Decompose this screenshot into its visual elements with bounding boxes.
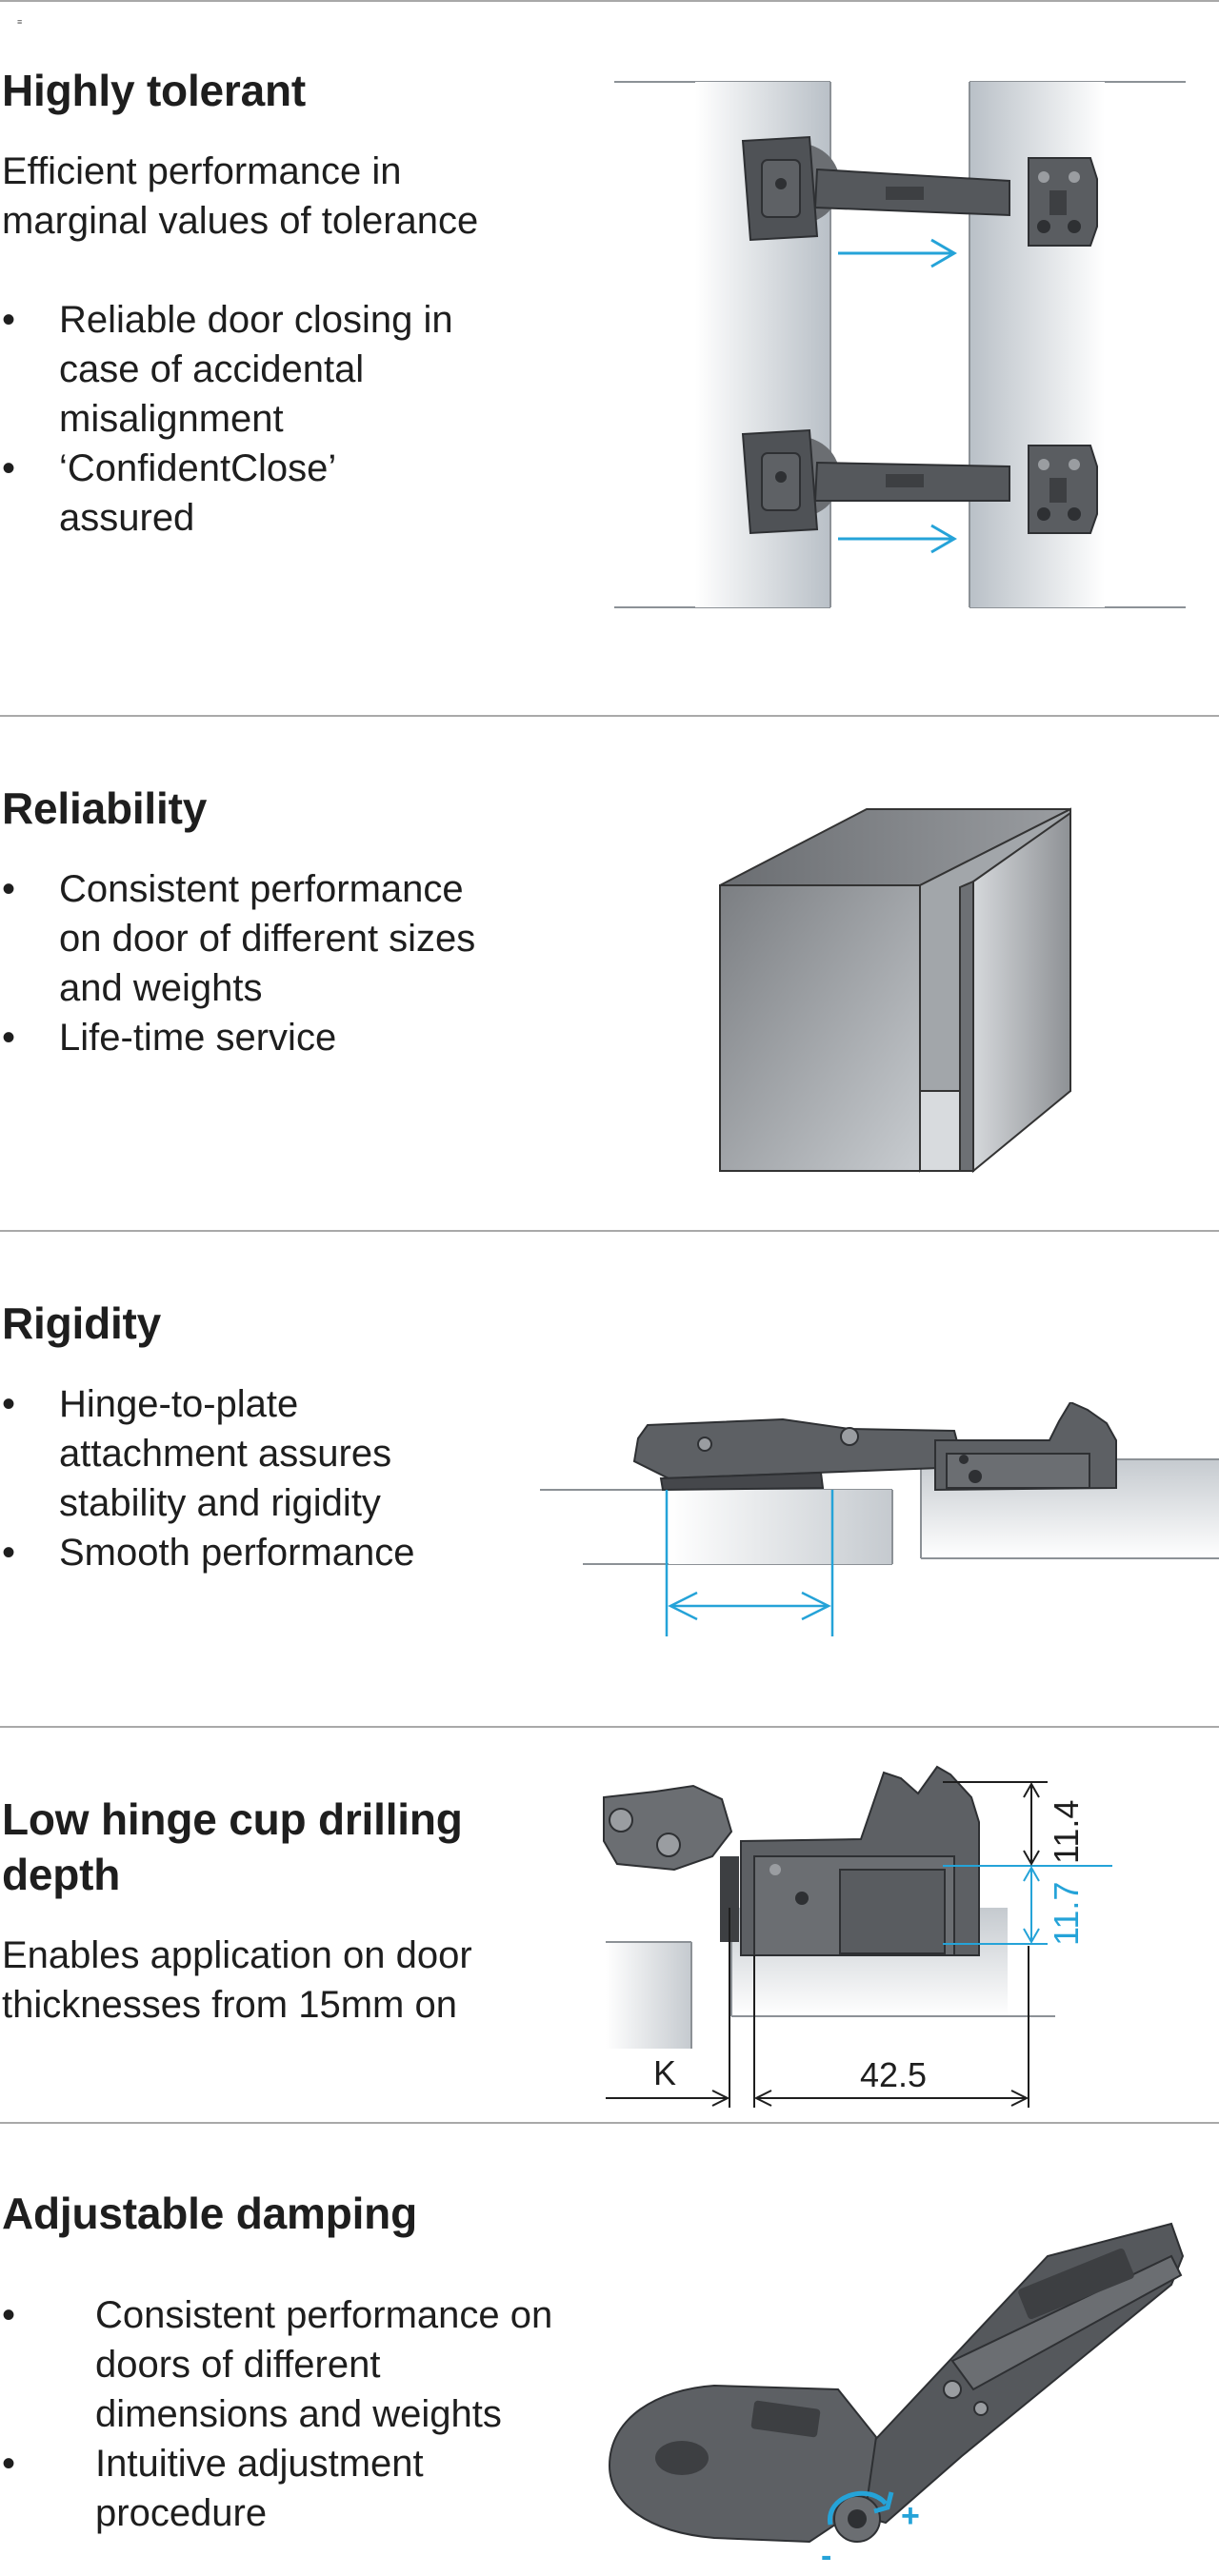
hinge-icon: [632, 1402, 1117, 1492]
section-heading: Reliability: [2, 783, 208, 833]
list-item: Reliable door closing in case of acciden…: [2, 295, 459, 444]
section-text: Reliability Consistent performance on do…: [2, 781, 573, 1062]
section-divider: [0, 1726, 1219, 1728]
section-heading: Rigidity: [2, 1298, 162, 1348]
increase-damping-symbol: +: [901, 2498, 920, 2534]
damping-hinge-illustration: + -: [600, 2218, 1190, 2576]
list-item: Intuitive adjustment procedure: [2, 2439, 573, 2538]
section-text: Low hinge cup drilling depth Enables app…: [2, 1792, 573, 2030]
hinge-icon: [608, 2222, 1185, 2544]
list-item: Life-time service: [2, 1013, 497, 1062]
drilling-depth-diagram: 11.4 11.7 K 42.5: [598, 1765, 1169, 2117]
section-divider: [0, 715, 1219, 717]
section-paragraph: Enables application on door thicknesses …: [2, 1934, 472, 2026]
bullet-list: Consistent performance on door of differ…: [2, 864, 497, 1062]
page-marker-icon: ≡: [17, 17, 23, 27]
section-heading: Highly tolerant: [2, 66, 307, 115]
section-heading: Low hinge cup drilling depth: [2, 1794, 463, 1899]
section-heading: Adjustable damping: [2, 2189, 417, 2238]
bullet-list: Reliable door closing in case of acciden…: [2, 295, 459, 543]
hinge-icon: [741, 428, 1098, 535]
cabinet-illustration: [716, 805, 1078, 1186]
dimension-width-label: 42.5: [860, 2055, 927, 2094]
section-divider: [0, 1230, 1219, 1232]
bullet-list: Consistent performance on doors of diffe…: [2, 2290, 573, 2538]
dimension-k-label: K: [653, 2053, 676, 2092]
list-item: Consistent performance on doors of diffe…: [2, 2290, 573, 2439]
dimension-height-top: 11.4: [1047, 1800, 1086, 1864]
section-text: Rigidity Hinge-to-plate attachment assur…: [2, 1296, 573, 1577]
hinge-icon: [741, 135, 1098, 247]
section-text: Adjustable damping Consistent performanc…: [2, 2186, 573, 2538]
section-divider: [0, 2122, 1219, 2124]
top-divider: [0, 0, 1219, 2]
rigidity-diagram: [535, 1402, 1219, 1650]
misalignment-diagram: [610, 72, 1200, 615]
bullet-list: Hinge-to-plate attachment assures stabil…: [2, 1379, 478, 1577]
decrease-damping-symbol: -: [821, 2538, 831, 2574]
list-item: Smooth performance: [2, 1528, 478, 1577]
list-item: Consistent performance on door of differ…: [2, 864, 497, 1013]
dimension-height-bottom: 11.7: [1047, 1882, 1086, 1946]
list-item: Hinge-to-plate attachment assures stabil…: [2, 1379, 478, 1528]
list-item: ‘ConfidentClose’ assured: [2, 444, 459, 543]
section-text: Highly tolerant Efficient performance in…: [2, 63, 573, 543]
section-paragraph: Efficient performance in marginal values…: [2, 150, 479, 242]
hinge-icon: [603, 1765, 980, 1956]
